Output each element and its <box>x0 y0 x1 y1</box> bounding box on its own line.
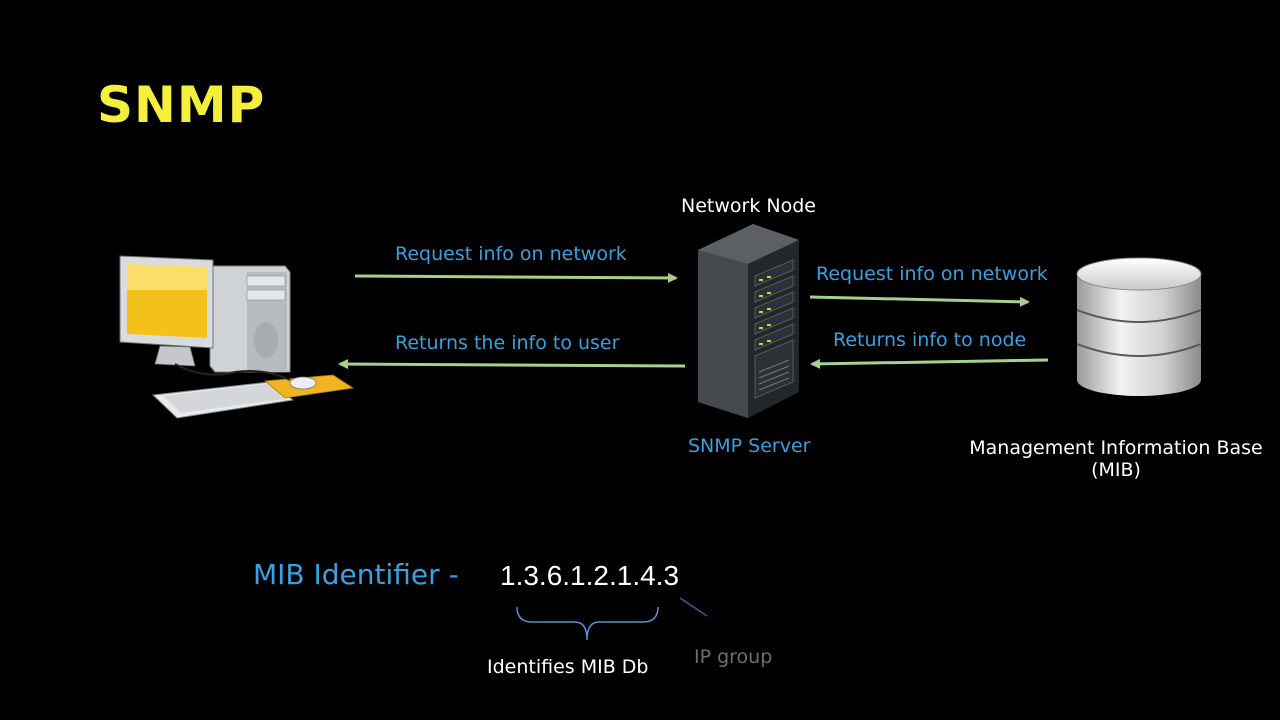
arrow-server-to-user <box>338 359 686 370</box>
mib-label-line2: (MIB) <box>1091 459 1141 481</box>
arrow-label-server-to-user: Returns the info to user <box>395 332 620 354</box>
network-node-label: Network Node <box>681 195 816 217</box>
ip-group-pointer <box>679 597 708 617</box>
brace-label: Identifies MIB Db <box>487 656 649 678</box>
pointer-label: IP group <box>694 646 773 668</box>
identifier-label: MIB Identifier - <box>253 558 459 591</box>
mib-label-line1: Management Information Base <box>969 437 1263 459</box>
arrow-server-to-mib <box>809 295 1030 307</box>
identifier-value: 1.3.6.1.2.1.4.3 <box>500 560 680 591</box>
arrow-label-user-to-server: Request info on network <box>395 243 627 265</box>
server-label: SNMP Server <box>688 435 811 457</box>
arrow-label-server-to-mib: Request info on network <box>816 263 1048 285</box>
page-title: SNMP <box>97 76 266 134</box>
arrow-mib-to-server <box>810 358 1049 369</box>
identifier-brace <box>516 606 659 641</box>
database-icon <box>1076 257 1202 396</box>
arrow-user-to-server <box>354 272 678 283</box>
mib-label: Management Information Base (MIB) <box>960 437 1272 481</box>
server-rack-icon <box>698 224 799 418</box>
arrow-label-mib-to-server: Returns info to node <box>833 329 1027 351</box>
desktop-computer-icon <box>119 255 355 419</box>
